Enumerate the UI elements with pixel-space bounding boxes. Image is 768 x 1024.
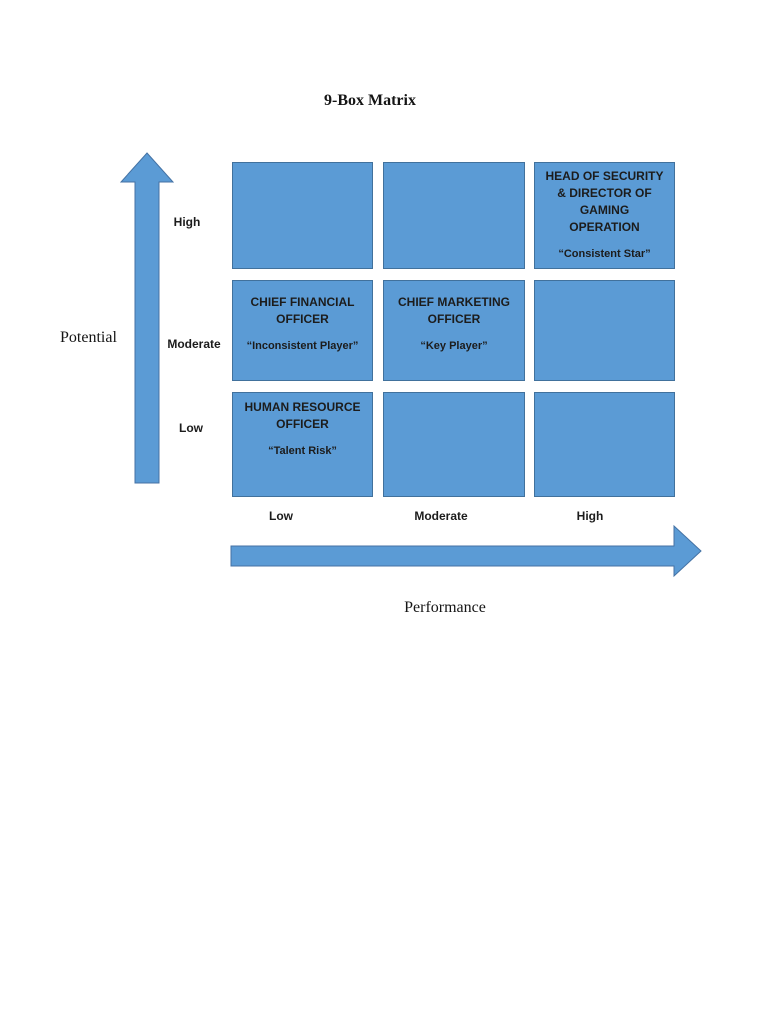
matrix-cell-potential-moderate-performance-moderate: CHIEF MARKETING OFFICER “Key Player” [383, 280, 525, 381]
y-tick-low: Low [179, 421, 203, 435]
cell-subtitle: “Consistent Star” [558, 248, 651, 260]
cell-title: CHIEF FINANCIAL OFFICER [250, 295, 355, 326]
cell-title: CHIEF MARKETING OFFICER [398, 295, 510, 326]
y-tick-high: High [173, 215, 201, 229]
matrix-cell-potential-low-performance-low: HUMAN RESOURCE OFFICER “Talent Risk” [232, 392, 373, 497]
x-tick-moderate: Moderate [414, 509, 468, 523]
cell-subtitle: “Key Player” [420, 340, 488, 352]
x-tick-low: Low [269, 509, 293, 523]
cell-title: HUMAN RESOURCE OFFICER [244, 400, 361, 431]
y-tick-moderate: Moderate [167, 337, 221, 351]
matrix-cell-potential-high-performance-high: HEAD OF SECURITY & DIRECTOR OF GAMING OP… [534, 162, 675, 269]
x-axis-arrow-icon [230, 524, 702, 578]
x-axis-label: Performance [404, 599, 486, 616]
matrix-cell-potential-high-performance-moderate [383, 162, 525, 269]
matrix-cell-potential-high-performance-low [232, 162, 373, 269]
x-tick-high: High [576, 509, 604, 523]
matrix-cell-potential-low-performance-high [534, 392, 675, 497]
y-axis-label: Potential [60, 329, 117, 346]
page-title: 9-Box Matrix [324, 92, 416, 109]
cell-title: HEAD OF SECURITY & DIRECTOR OF GAMING OP… [545, 169, 664, 234]
matrix-cell-potential-low-performance-moderate [383, 392, 525, 497]
cell-subtitle: “Talent Risk” [268, 445, 337, 457]
cell-subtitle: “Inconsistent Player” [246, 340, 359, 352]
matrix-cell-potential-moderate-performance-high [534, 280, 675, 381]
y-axis-arrow-icon [120, 152, 175, 484]
matrix-cell-potential-moderate-performance-low: CHIEF FINANCIAL OFFICER “Inconsistent Pl… [232, 280, 373, 381]
